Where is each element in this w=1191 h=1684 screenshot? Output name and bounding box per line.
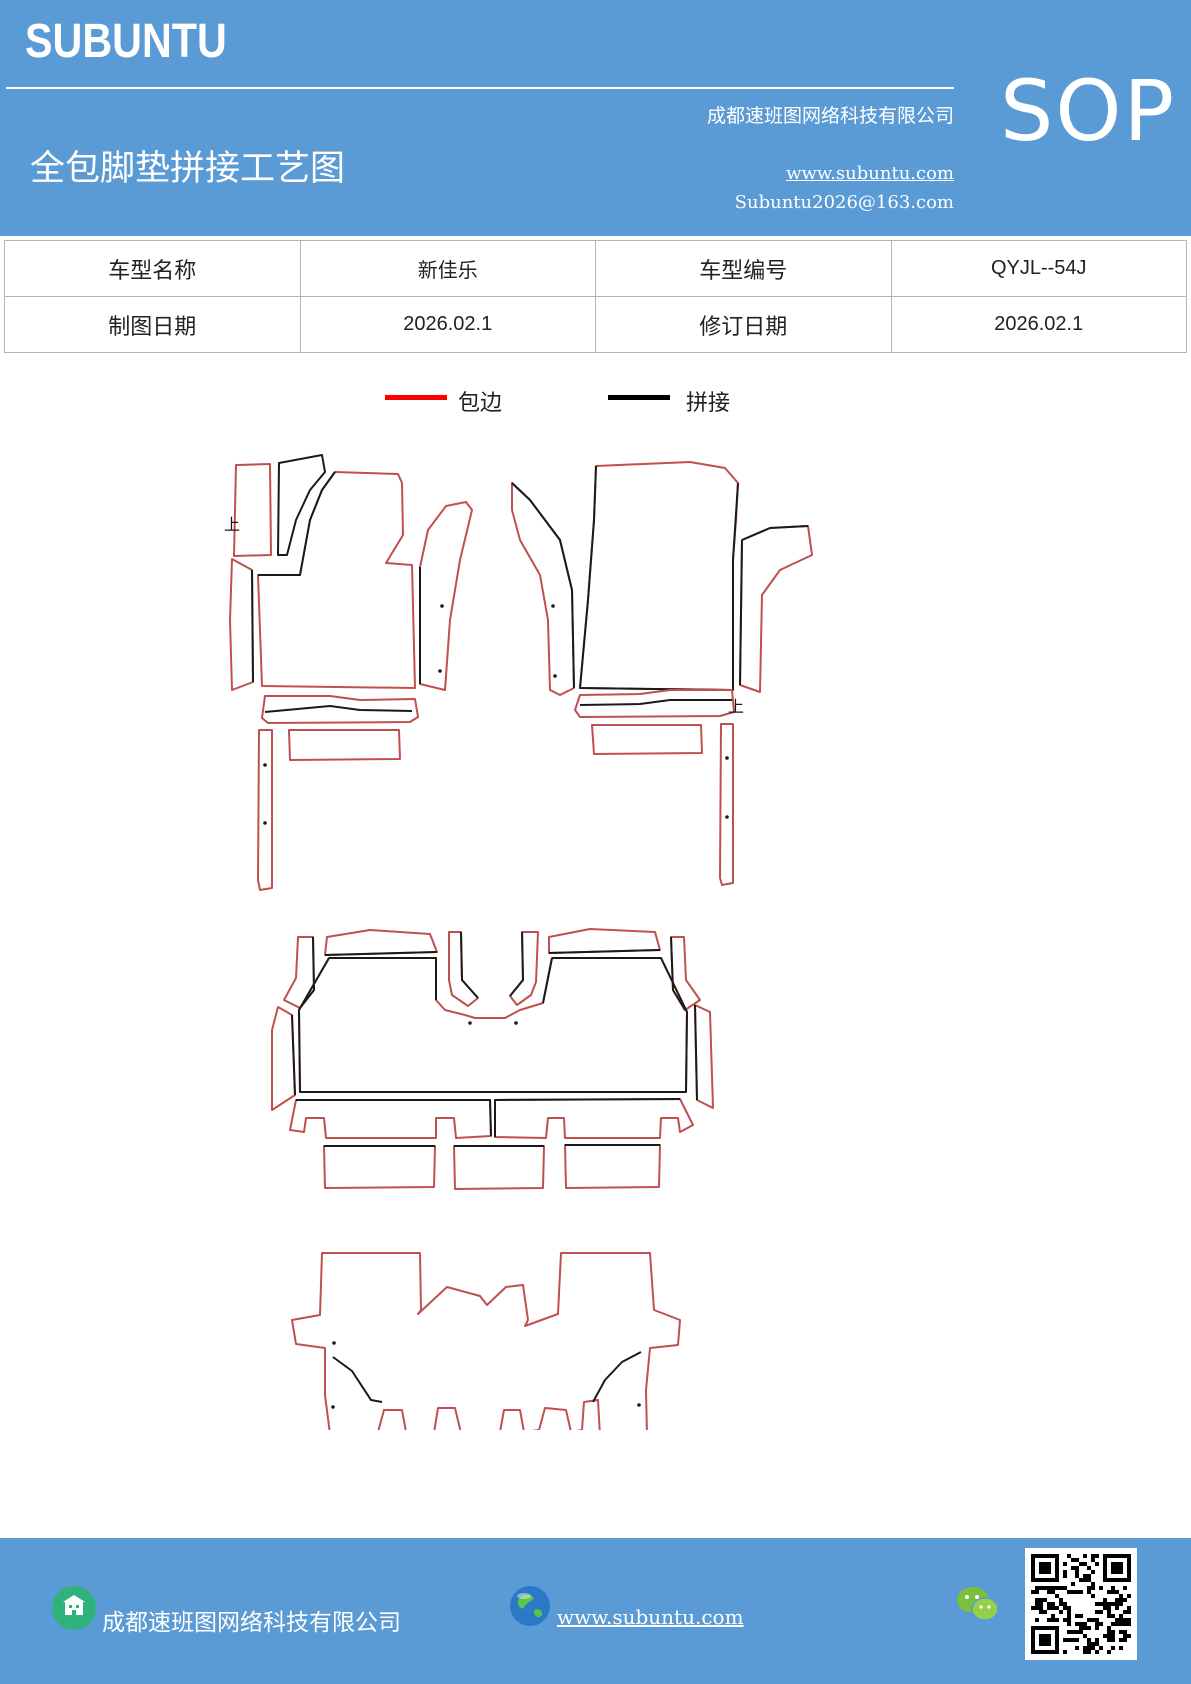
mat-piece	[511, 482, 575, 696]
front-right-mats: 上	[511, 461, 813, 886]
building-icon	[52, 1586, 96, 1630]
mat-seam	[324, 1144, 660, 1147]
mat-piece	[579, 461, 739, 691]
orientation-mark: 上	[728, 697, 744, 716]
page-header: SUBUNTU 成都速班图网络科技有限公司 全包脚垫拼接工艺图 www.subu…	[0, 0, 1191, 236]
mat-piece	[453, 1145, 545, 1190]
document-title: 全包脚垫拼接工艺图	[30, 149, 346, 189]
mat-seam	[460, 931, 479, 999]
revise-date-value: 2026.02.1	[890, 296, 1187, 353]
mark-dot	[440, 604, 444, 608]
mark-dot	[468, 1021, 472, 1025]
mat-seam	[509, 931, 524, 997]
footer-website-link[interactable]: www.subuntu.com	[557, 1605, 744, 1629]
info-table: 车型名称 新佳乐 车型编号 QYJL--54J 制图日期 2026.02.1 修…	[4, 240, 1187, 353]
sop-badge: SOP	[1000, 62, 1177, 160]
mat-piece	[419, 501, 473, 691]
draw-date-value: 2026.02.1	[299, 296, 596, 353]
mat-piece	[261, 695, 419, 724]
mat-piece	[289, 1099, 492, 1139]
legend-label-splicing: 拼接	[686, 391, 731, 416]
mat-piece	[271, 1006, 296, 1111]
mat-seam	[264, 705, 413, 713]
draw-date-label: 制图日期	[4, 296, 301, 353]
mat-seam	[332, 1351, 642, 1403]
table-row: 车型名称 新佳乐 车型编号 QYJL--54J	[4, 240, 1187, 297]
mat-piece	[448, 931, 479, 1007]
mat-seam	[670, 936, 686, 1011]
mark-dot	[553, 674, 557, 678]
revise-date-label: 修订日期	[595, 296, 892, 353]
mat-seam	[579, 699, 732, 706]
mark-dot	[331, 1405, 335, 1409]
mat-piece	[574, 689, 735, 718]
mat-piece	[494, 1098, 694, 1139]
mat-piece	[323, 1145, 436, 1189]
mat-piece	[233, 463, 272, 557]
footer-company-name: 成都速班图网络科技有限公司	[102, 1610, 401, 1636]
rear-mats	[291, 1252, 681, 1430]
mat-piece	[324, 929, 438, 956]
mat-piece	[277, 454, 326, 556]
wechat-icon	[955, 1584, 1001, 1624]
page-footer: 成都速班图网络科技有限公司 www.subuntu.com	[0, 1538, 1191, 1684]
mat-seam	[739, 525, 809, 686]
legend: 包边 拼接	[0, 385, 1191, 425]
mat-seam	[579, 465, 739, 691]
mark-dot	[514, 1021, 518, 1025]
mat-piece	[257, 471, 416, 689]
legend-swatch-edge-binding	[385, 395, 447, 400]
model-name-label: 车型名称	[4, 240, 301, 297]
mat-seam	[296, 1099, 492, 1137]
globe-icon	[508, 1584, 552, 1628]
email-address: Subuntu2026@163.com	[734, 192, 954, 213]
mat-piece	[257, 729, 273, 891]
mark-dot	[263, 821, 267, 825]
legend-swatch-splicing	[608, 395, 670, 400]
mat-piece	[288, 729, 401, 761]
mat-piece	[564, 1144, 661, 1189]
mat-piece	[591, 724, 703, 755]
mat-seam	[251, 569, 254, 683]
mat-seam	[494, 1098, 681, 1137]
front-left-mats: 上	[224, 454, 473, 891]
mat-piece	[509, 931, 539, 1006]
mark-dot	[332, 1341, 336, 1345]
mat-seam	[694, 1004, 698, 1101]
mark-dot	[551, 604, 555, 608]
mark-dot	[637, 1403, 641, 1407]
middle-row-mats	[271, 928, 714, 1190]
mat-pattern-drawing: 上 上	[224, 454, 813, 1430]
model-code-label: 车型编号	[595, 240, 892, 297]
mat-seam	[298, 957, 688, 1093]
mat-piece	[670, 936, 701, 1011]
mat-piece	[298, 957, 688, 1093]
orientation-mark: 上	[224, 515, 240, 534]
company-name: 成都速班图网络科技有限公司	[706, 105, 954, 127]
mark-dot	[263, 763, 267, 767]
header-divider	[6, 87, 954, 89]
table-row: 制图日期 2026.02.1 修订日期 2026.02.1	[4, 296, 1187, 353]
mat-piece	[548, 928, 661, 954]
mat-piece	[291, 1252, 681, 1430]
qr-code[interactable]	[1025, 1548, 1137, 1660]
mat-seam	[511, 482, 575, 689]
website-link[interactable]: www.subuntu.com	[786, 163, 954, 184]
mark-dot	[725, 756, 729, 760]
model-name-value: 新佳乐	[299, 240, 596, 297]
mark-dot	[438, 669, 442, 673]
mat-seam	[324, 951, 438, 956]
brand-logo: SUBUNTU	[25, 15, 227, 68]
mat-seam	[258, 471, 336, 576]
mat-piece	[719, 723, 734, 886]
mat-piece	[739, 525, 813, 693]
legend-label-edge-binding: 包边	[458, 391, 503, 416]
mat-seam	[291, 1014, 296, 1096]
model-code-value: QYJL--54J	[890, 240, 1187, 297]
mat-seam	[548, 949, 661, 954]
mat-piece	[229, 558, 254, 691]
mark-dot	[725, 815, 729, 819]
